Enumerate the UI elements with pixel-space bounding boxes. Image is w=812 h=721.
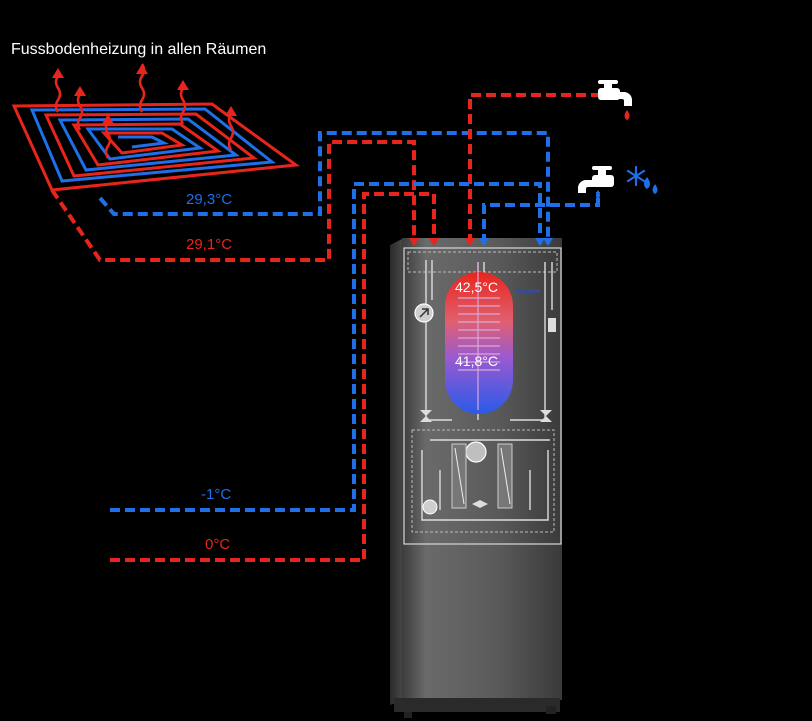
ground-cold-pipe [110, 182, 542, 512]
cold-water-drops-icon [644, 177, 658, 194]
tank-bottom-temp: 41,8°C [455, 353, 498, 369]
hot-water-tank [445, 262, 540, 414]
cold-tap-faucet-icon [578, 166, 614, 193]
floor-return-pipe [50, 140, 416, 262]
floor-supply-pipe [98, 131, 550, 244]
hot-water-drop-icon [624, 110, 630, 120]
flow-arrow-heads [409, 238, 553, 246]
cold-water-drop-icon [596, 190, 600, 199]
ground-cold-temp: -1°C [201, 486, 232, 503]
tank-top-temp: 42,5°C [455, 279, 498, 295]
ground-warm-pipe [110, 192, 436, 562]
heat-arrow-heads [52, 64, 237, 124]
hot-water-outlet-pipe [468, 93, 600, 244]
floor-supply-temp: 29,3°C [186, 191, 233, 208]
diagram-title: Fussbodenheizung in allen Räumen [11, 41, 267, 58]
snowflake-icon [626, 165, 646, 187]
floor-heating-plan [11, 102, 301, 192]
hot-tap-faucet-icon [598, 80, 632, 106]
ground-warm-temp: 0°C [205, 536, 231, 553]
heat-rising-arrows [54, 63, 235, 159]
floor-return-temp: 29,1°C [186, 236, 233, 253]
